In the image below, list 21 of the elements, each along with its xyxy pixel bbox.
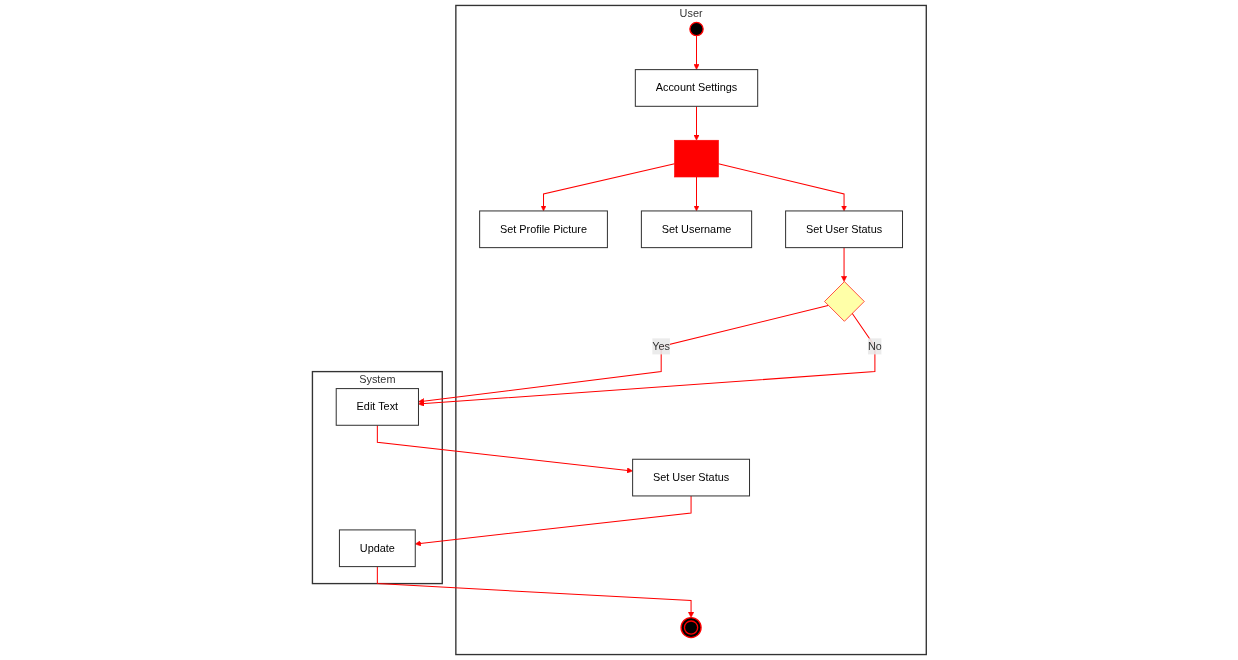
node-box: Update [338, 529, 416, 568]
edge-label: No [867, 340, 882, 352]
arrow [540, 163, 675, 212]
edge-label: Yes [651, 340, 670, 352]
node-box: Edit Text [335, 388, 419, 426]
node-box: Set User Status [631, 458, 750, 497]
node-box: Set User Status [784, 210, 903, 249]
node-box: Set Username [640, 210, 752, 249]
node-diamond [823, 281, 865, 322]
arrow [717, 163, 847, 212]
node-box: Account Settings [634, 69, 758, 107]
node-circle [688, 21, 704, 37]
arrow [693, 105, 700, 141]
arrow [693, 176, 700, 212]
arrow [693, 35, 700, 70]
node-bar [673, 139, 719, 178]
arrow [376, 566, 694, 618]
arrow [414, 495, 692, 547]
node-box: Set Profile Picture [478, 210, 608, 249]
arrow [376, 424, 633, 474]
arrow [840, 247, 847, 282]
